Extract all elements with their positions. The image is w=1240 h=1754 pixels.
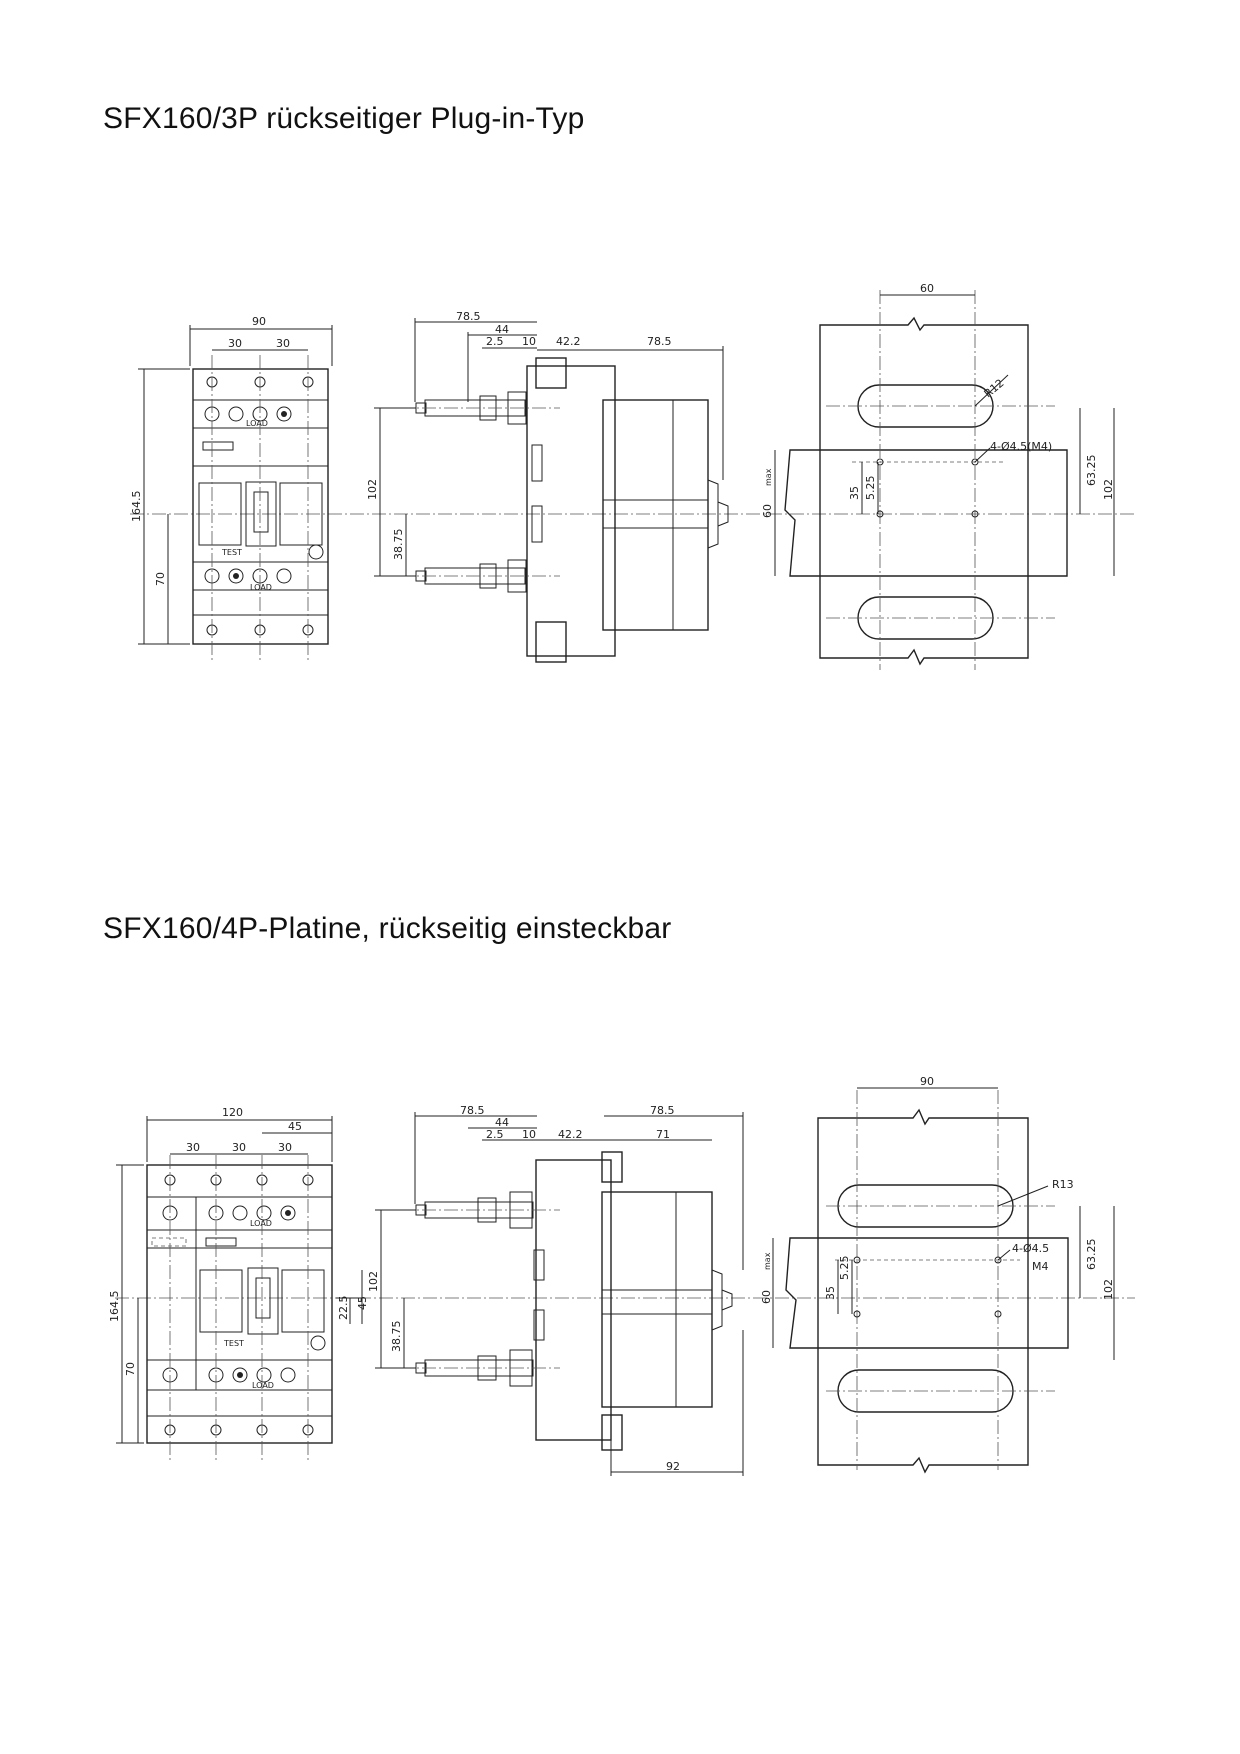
dim-front4-height: 164.5 [108,1291,121,1323]
dim-front-pitch-1: 30 [228,337,242,350]
test-label-4p: TEST [223,1339,244,1348]
dim-front-pitch-2: 30 [276,337,290,350]
dim-panel4-35: 35 [824,1286,837,1300]
dim-front4-lower: 70 [124,1362,137,1376]
dim-panel4-max: max [763,1252,772,1270]
dim-front4-p2: 30 [232,1141,246,1154]
dim-panel-holes: 4-Ø4.5(M4) [990,440,1052,453]
dim-panel4-top: 90 [920,1075,934,1088]
dim-side-10: 10 [522,335,536,348]
dim-side4-42-2: 42.2 [558,1128,583,1141]
dim-panel4-5-25: 5.25 [838,1256,851,1281]
dim-panel-35: 35 [848,486,861,500]
side-view-4p: 78.5 44 2.5 10 42.2 78.5 71 92 102 38.75 [367,1104,744,1476]
load-label-bottom: LOAD [250,583,272,592]
load-label-bottom-4p: LOAD [252,1381,274,1390]
panel-view-3p: 60 R12 4-Ø4.5(M4) 60 max 35 5.25 63.25 1… [761,282,1115,670]
dim-side-102: 102 [366,479,379,500]
dim-side-38-75: 38.75 [392,529,405,561]
dim-side4-44: 44 [495,1116,509,1129]
dim-side4-71: 71 [656,1128,670,1141]
dim-front-lower: 70 [154,572,167,586]
dim-front4-p1: 30 [186,1141,200,1154]
dim-panel4-max60: 60 [760,1290,773,1304]
dim-panel4-holes: 4-Ø4.5 [1012,1242,1049,1255]
dim-front-height: 164.5 [130,491,143,523]
dim-side4-38-75: 38.75 [390,1321,403,1353]
dim-front4-45: 45 [288,1120,302,1133]
dim-side4-92: 92 [666,1460,680,1473]
drawing-3p: LOAD LOAD TEST 90 30 30 164.5 70 [130,282,1135,670]
dim-front-width: 90 [252,315,266,328]
dim-side4-102: 102 [367,1271,380,1292]
dim-side4-78-5b: 78.5 [650,1104,675,1117]
drawing-4p: LOAD LOAD TEST 120 45 30 30 30 164.5 70 … [108,1075,1135,1476]
dim-front4-p3: 30 [278,1141,292,1154]
test-label: TEST [221,548,242,557]
dim-panel-102: 102 [1102,479,1115,500]
dim-front4-45b: 45 [356,1296,369,1310]
dim-panel4-63-25: 63.25 [1085,1239,1098,1271]
heading-3p: SFX160/3P rückseitiger Plug-in-Typ [103,102,585,135]
dim-panel-max: max [764,468,773,486]
load-label-top: LOAD [246,419,268,428]
dim-front4-width: 120 [222,1106,243,1119]
dim-panel-63-25: 63.25 [1085,455,1098,487]
dim-panel-max60: 60 [761,504,774,518]
dim-side-44: 44 [495,323,509,336]
dim-side4-10: 10 [522,1128,536,1141]
dim-panel-5-25: 5.25 [864,476,877,501]
front-view-4p: LOAD LOAD TEST 120 45 30 30 30 164.5 70 … [108,1106,369,1460]
dim-side4-2-5: 2.5 [486,1128,504,1141]
load-label-top-4p: LOAD [250,1219,272,1228]
dim-panel-top: 60 [920,282,934,295]
dim-side-2-5: 2.5 [486,335,504,348]
panel-view-4p: 90 R13 4-Ø4.5 M4 60 max 35 5.25 63.25 10… [760,1075,1115,1474]
dim-front4-22-5: 22.5 [337,1296,350,1321]
front-view-3p: LOAD LOAD TEST 90 30 30 164.5 70 [130,315,333,660]
dim-panel4-radius: R13 [1052,1178,1074,1191]
dim-side-78-5b: 78.5 [647,335,672,348]
dim-side4-78-5: 78.5 [460,1104,485,1117]
dim-panel4-m4: M4 [1032,1260,1049,1273]
heading-4p: SFX160/4P-Platine, rückseitig einsteckba… [103,912,672,945]
dim-side-42-2: 42.2 [556,335,581,348]
dim-side-78-5: 78.5 [456,310,481,323]
dim-panel4-102: 102 [1102,1279,1115,1300]
side-view-3p: 78.5 44 2.5 10 42.2 78.5 102 38.75 [366,310,729,663]
